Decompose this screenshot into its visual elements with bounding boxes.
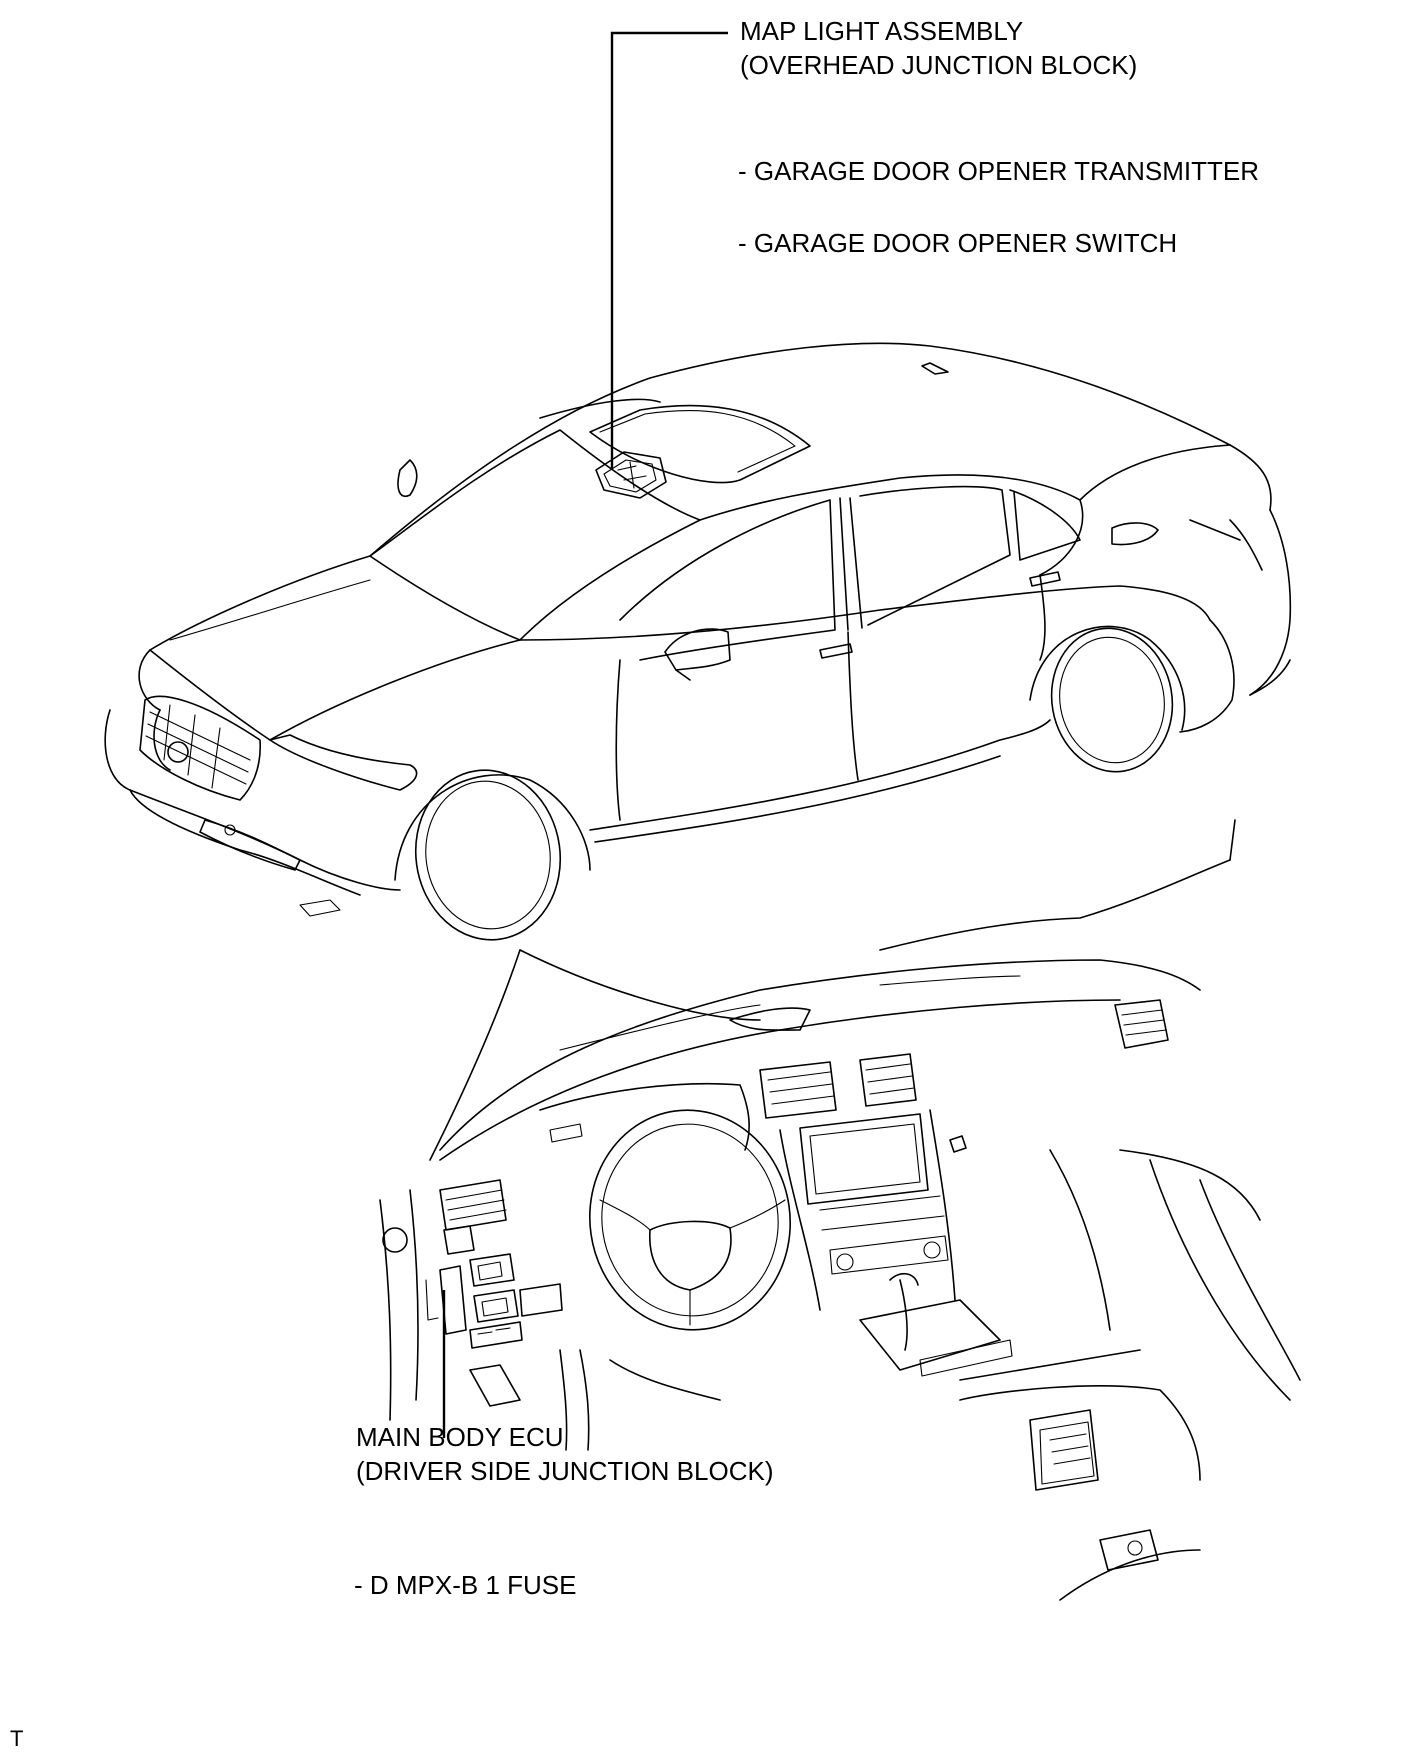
map-light-item-2: - GARAGE DOOR OPENER SWITCH bbox=[738, 228, 1178, 258]
map-light-module-drawing bbox=[595, 451, 667, 499]
main-body-ecu-title: MAIN BODY ECU bbox=[356, 1422, 564, 1452]
map-light-title: MAP LIGHT ASSEMBLY bbox=[740, 16, 1024, 46]
map-light-subtitle: (OVERHEAD JUNCTION BLOCK) bbox=[740, 50, 1138, 80]
car-exterior-drawing bbox=[104, 342, 1292, 941]
leader-line-map-light bbox=[610, 31, 728, 468]
main-body-ecu-subtitle: (DRIVER SIDE JUNCTION BLOCK) bbox=[356, 1456, 774, 1486]
main-body-ecu-item-1: - D MPX-B 1 FUSE bbox=[354, 1570, 577, 1600]
map-light-item-1: - GARAGE DOOR OPENER TRANSMITTER bbox=[738, 156, 1260, 186]
corner-mark: T bbox=[10, 1726, 24, 1751]
interior-dashboard-drawing bbox=[379, 819, 1301, 1601]
driver-side-junction-block-drawing bbox=[425, 1225, 563, 1349]
